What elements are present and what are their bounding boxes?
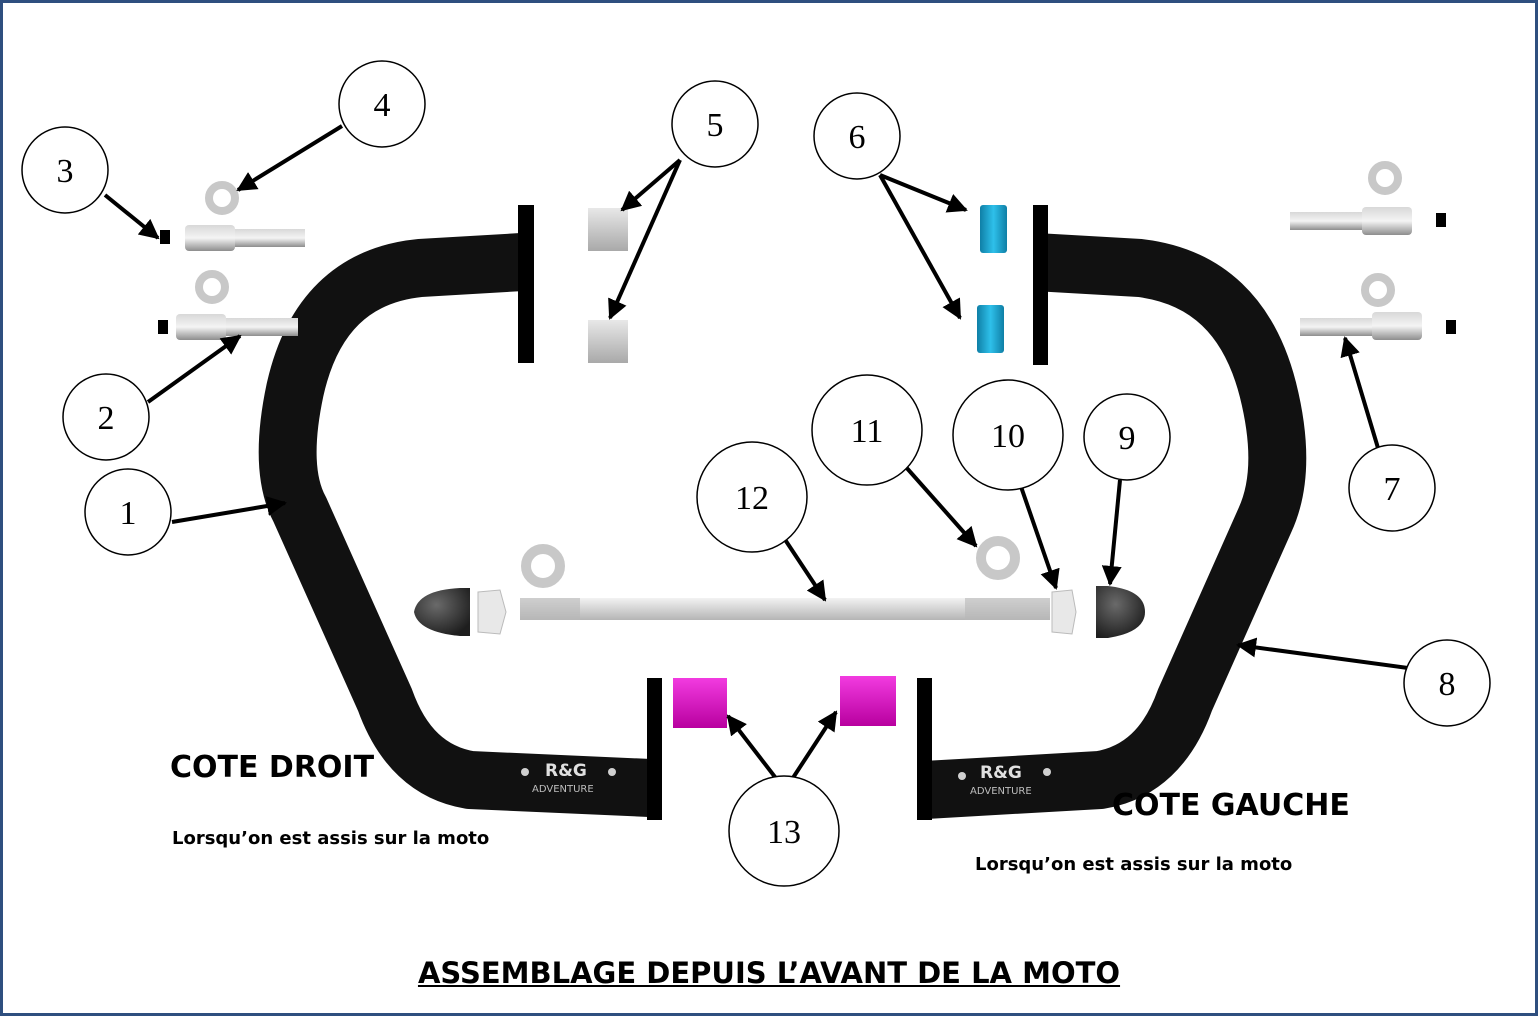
svg-text:10: 10 bbox=[991, 418, 1025, 455]
callout-12: 12 bbox=[696, 441, 808, 553]
spacers-blue bbox=[977, 205, 1007, 353]
through-rod-assembly bbox=[414, 536, 1145, 638]
callout-2: 2 bbox=[62, 373, 150, 461]
callout-7: 7 bbox=[1348, 444, 1436, 532]
spacers-grey bbox=[588, 208, 628, 363]
svg-text:2: 2 bbox=[98, 400, 115, 437]
callout-9: 9 bbox=[1083, 393, 1171, 481]
svg-text:7: 7 bbox=[1384, 471, 1401, 508]
spacers-pink bbox=[673, 676, 896, 728]
svg-text:6: 6 bbox=[849, 119, 866, 156]
svg-text:12: 12 bbox=[735, 480, 769, 517]
svg-text:8: 8 bbox=[1439, 666, 1456, 703]
callout-5: 5 bbox=[671, 80, 759, 168]
callout-3: 3 bbox=[21, 126, 109, 214]
bolts-left-side bbox=[1290, 161, 1456, 340]
callout-8: 8 bbox=[1403, 639, 1491, 727]
logo-brand-right: R&G bbox=[545, 761, 587, 781]
svg-text:1: 1 bbox=[120, 495, 137, 532]
leader-arrows bbox=[103, 124, 1409, 792]
callout-1: 1 bbox=[84, 468, 172, 556]
page-title: ASSEMBLAGE DEPUIS L’AVANT DE LA MOTO bbox=[417, 956, 1121, 990]
svg-text:9: 9 bbox=[1119, 420, 1136, 457]
crash-bar-right: R&G ADVENTURE bbox=[258, 205, 662, 820]
left-side-label: COTE GAUCHE bbox=[1112, 788, 1350, 823]
logo-brand-left: R&G bbox=[980, 763, 1022, 783]
right-side-label: COTE DROIT bbox=[170, 750, 375, 785]
left-side-note: Lorsqu’on est assis sur la moto bbox=[975, 854, 1293, 875]
right-side-note: Lorsqu’on est assis sur la moto bbox=[172, 828, 490, 849]
callout-13: 13 bbox=[728, 775, 840, 887]
logo-line-left: ADVENTURE bbox=[970, 786, 1032, 797]
callout-4: 4 bbox=[338, 60, 426, 148]
callout-10: 10 bbox=[952, 379, 1064, 491]
bolts-right-side bbox=[158, 181, 305, 340]
callout-6: 6 bbox=[813, 92, 901, 180]
callout-11: 11 bbox=[811, 374, 923, 486]
svg-text:13: 13 bbox=[767, 814, 801, 851]
svg-text:3: 3 bbox=[57, 153, 74, 190]
logo-line-right: ADVENTURE bbox=[532, 784, 594, 795]
svg-text:11: 11 bbox=[851, 413, 884, 450]
crash-bar-left: R&G ADVENTURE bbox=[917, 205, 1307, 820]
svg-text:4: 4 bbox=[374, 87, 391, 124]
svg-text:5: 5 bbox=[707, 107, 724, 144]
